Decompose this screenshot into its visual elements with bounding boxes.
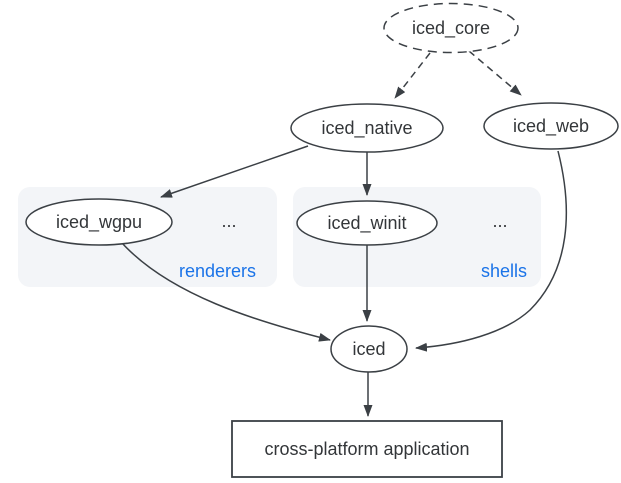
iced-native-ellipse	[290, 103, 444, 153]
node-cross-platform-application: cross-platform application	[231, 420, 503, 478]
group-shells-ellipsis: ...	[492, 211, 507, 231]
iced-label: iced	[352, 339, 385, 359]
group-renderers-ellipsis: ...	[221, 211, 236, 231]
edge-iced-native-to-iced-wgpu	[160, 145, 309, 198]
iced-native-label: iced_native	[321, 118, 412, 139]
iced-web-label: iced_web	[513, 116, 589, 137]
iced-ellipse	[330, 325, 408, 373]
edge-iced-wgpu-to-iced	[121, 242, 331, 342]
edge-iced-core-to-iced-native	[394, 52, 431, 99]
iced-wgpu-label: iced_wgpu	[56, 212, 142, 233]
iced-core-label: iced_core	[412, 18, 490, 39]
iced-wgpu-ellipse	[25, 198, 173, 246]
iced-core-ellipse	[383, 2, 519, 54]
application-label: cross-platform application	[264, 439, 469, 459]
edge-iced-web-to-iced	[415, 150, 568, 352]
node-iced-native: iced_native	[290, 103, 444, 153]
node-iced-web: iced_web	[483, 102, 619, 150]
node-iced-wgpu: iced_wgpu	[25, 198, 173, 246]
group-renderers-label: renderers	[179, 261, 256, 281]
iced-web-ellipse	[483, 102, 619, 150]
node-iced-winit: iced_winit	[296, 200, 438, 246]
edges	[121, 50, 568, 417]
iced-winit-label: iced_winit	[327, 213, 406, 234]
iced-winit-ellipse	[296, 200, 438, 246]
node-iced: iced	[330, 325, 408, 373]
application-rect	[231, 420, 503, 478]
node-iced-core: iced_core	[383, 2, 519, 54]
group-shells-label: shells	[481, 261, 527, 281]
edge-iced-core-to-iced-web	[468, 50, 522, 96]
